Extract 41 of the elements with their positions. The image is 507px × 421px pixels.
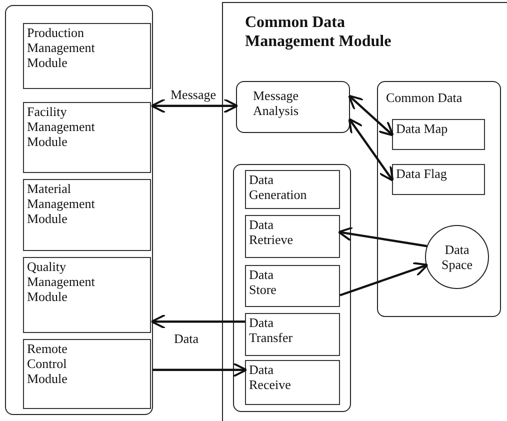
module-box <box>23 179 151 251</box>
node-label: Quality Management Module <box>27 259 96 304</box>
module-box <box>23 23 151 89</box>
node-label: Message Analysis <box>253 88 300 118</box>
panel-heading: Common Data Management Module <box>245 13 392 51</box>
module-box <box>23 102 151 173</box>
node-label: Data Receive <box>249 362 292 392</box>
data-circle <box>425 225 489 289</box>
module-box <box>392 164 485 195</box>
process-box <box>236 81 350 133</box>
node-label: Data Map <box>396 121 449 136</box>
arrow <box>153 362 248 378</box>
node-label: Production Management Module <box>27 25 96 70</box>
module-box <box>245 313 340 356</box>
arrow <box>338 226 428 248</box>
group-box <box>5 5 153 415</box>
module-box <box>245 215 340 258</box>
node-label: Remote Control Module <box>27 341 68 386</box>
arrow <box>340 262 429 296</box>
node-label: Data Store <box>249 267 278 297</box>
module-box <box>245 360 340 405</box>
node-label: Data Generation <box>249 172 308 202</box>
node-label: Material Management Module <box>27 181 96 226</box>
node-label: Data Retrieve <box>249 217 294 247</box>
arrow <box>150 98 238 114</box>
group-box <box>377 81 501 317</box>
module-box <box>23 339 151 409</box>
node-label: Data Flag <box>396 166 448 181</box>
module-box <box>245 170 340 209</box>
module-box <box>23 257 151 333</box>
node-label: Facility Management Module <box>27 104 96 149</box>
module-box <box>245 265 340 307</box>
arrow <box>348 118 394 182</box>
arrow <box>150 314 245 330</box>
module-panel <box>222 2 507 421</box>
node-label: Data Transfer <box>249 315 294 345</box>
group-heading: Common Data <box>386 90 464 105</box>
group-box <box>233 164 351 412</box>
node-label: Data Space <box>440 242 474 272</box>
module-box <box>392 119 485 150</box>
arrow <box>348 94 394 136</box>
